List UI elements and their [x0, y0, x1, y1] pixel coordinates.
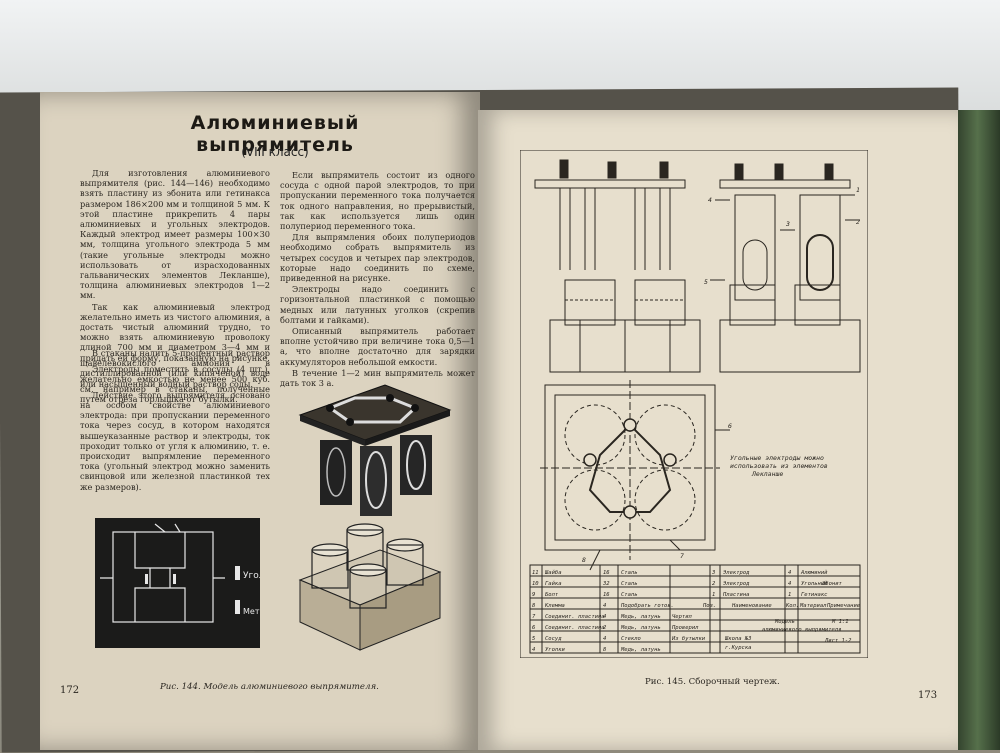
bom-name: Болт — [545, 592, 559, 598]
bom-name: Сосуд — [545, 636, 562, 642]
page-number-right: 173 — [918, 690, 938, 701]
paragraph: Электроды надо соединить с горизонтально… — [280, 284, 475, 325]
bom-header: Поз. — [702, 603, 716, 609]
bom-name: Гайка — [545, 581, 562, 587]
bom-pos: 5 — [532, 636, 535, 642]
stamp-model-name: алюминиевого выпрямителя — [762, 627, 841, 633]
circuit-schematic: Уголь Металл — [95, 518, 275, 648]
bom-pos: 2 — [712, 581, 716, 587]
callout-4: 4 — [708, 196, 712, 204]
bom-pos: 10 — [532, 581, 539, 587]
callout-3: 3 — [785, 220, 790, 228]
paragraph: Действие этого выпрямителя основано на о… — [80, 389, 270, 492]
bom-pos: 8 — [532, 603, 536, 609]
stamp-city: г.Курска — [725, 645, 752, 651]
paragraph: Электроды поместить в сосуды (4 шт.), же… — [80, 363, 270, 405]
text-column-2: Если выпрямитель состоит из одного сосуд… — [280, 170, 475, 389]
class-label: (VIII класс) — [241, 145, 309, 159]
page-title: Алюминиевый выпрямитель — [190, 112, 360, 156]
bom-pos: 1 — [712, 592, 715, 598]
bom-mat: Алюминий — [800, 570, 828, 576]
callout-6: 6 — [728, 422, 732, 430]
bom-pos: 7 — [532, 614, 536, 620]
bom-name: Пластина — [722, 592, 750, 598]
paragraph: В течение 1—2 мин выпрямитель может дать… — [280, 367, 475, 389]
bom-qty: 1 — [788, 592, 791, 598]
vessels-box-illustration — [298, 523, 442, 651]
rectifier-illustration — [298, 384, 452, 516]
stamp-school: Школа №3 — [724, 636, 752, 642]
callout-2: 2 — [856, 218, 860, 226]
bom-mat: Медь, латунь — [620, 647, 661, 653]
bom-mat: Стекло — [621, 636, 641, 642]
stamp-checked: Проверил — [671, 625, 699, 631]
bom-pos: 11 — [532, 570, 539, 576]
bom-name: Соединит. пластина — [545, 625, 605, 631]
figure-144-caption: Рис. 144. Модель алюминиевого выпрямител… — [160, 682, 379, 692]
bom-name: Электрод — [723, 570, 750, 576]
bom-pos: 9 — [532, 592, 535, 598]
drawing-note-line: Лекланше — [751, 470, 783, 478]
bom-mat: Гетинакс — [801, 592, 828, 598]
bom-name: Соединит. пластина — [545, 614, 605, 620]
bom-mat: Угольный — [801, 581, 828, 587]
bom-extra: Из бутылки — [671, 635, 706, 642]
bom-mat: Сталь — [621, 570, 638, 576]
bom-qty: 16 — [603, 592, 610, 598]
assembly-drawing: 1 2 3 4 5 6 7 8 Угольные электроды можно… — [520, 150, 868, 658]
bom-header: Наименование — [731, 603, 772, 609]
bom-pos: 3 — [711, 570, 715, 576]
bom-mat: Медь, латунь — [620, 614, 661, 620]
callout-1: 1 — [856, 186, 860, 194]
callout-8: 8 — [582, 556, 586, 564]
paragraph: Если выпрямитель состоит из одного сосуд… — [280, 170, 475, 232]
schematic-lines: Уголь Металл — [100, 523, 275, 623]
text-column-3: В стаканы налить 5-процентный раствор ща… — [80, 348, 270, 493]
label-metall: Металл — [243, 607, 260, 616]
bom-name: Уголки — [545, 647, 566, 653]
drawing-note-line: Угольные электроды можно — [730, 454, 824, 462]
bom-qty: 4 — [788, 570, 791, 576]
paragraph: Описанный выпрямитель работает вполне ус… — [280, 326, 475, 367]
callout-7: 7 — [680, 552, 684, 560]
text-column-1: Для изготовления алюминиевого выпрямител… — [80, 168, 270, 406]
bom-pos: 4 — [532, 647, 535, 653]
figure-145-caption: Рис. 145. Сборочный чертеж. — [645, 677, 780, 687]
bom-qty: 8 — [603, 647, 607, 653]
bom-qty: 32 — [602, 581, 610, 587]
stamp-model: Модель — [774, 619, 795, 625]
paragraph: Так как алюминиевый электрод желательно … — [80, 301, 270, 363]
bom-qty: 4 — [603, 614, 606, 620]
bom-mat: Подобрать готов. — [620, 602, 674, 609]
bom-extra: Эбонит — [822, 580, 843, 587]
paragraph: Для изготовления алюминиевого выпрямител… — [80, 168, 270, 301]
bom-name: Клемма — [544, 603, 565, 609]
bom-mat: Медь, латунь — [620, 625, 661, 631]
callout-5: 5 — [704, 278, 708, 286]
paragraph: Для выпрямления обоих полупериодов необх… — [280, 232, 475, 284]
stamp-drew: Чертил — [672, 614, 693, 620]
bom-qty: 2 — [603, 625, 607, 631]
bom-pos: 6 — [532, 625, 536, 631]
page-number-left: 172 — [60, 685, 80, 696]
label-ugol: Уголь — [243, 571, 260, 581]
bom-mat: Сталь — [621, 581, 638, 587]
bom-name: Электрод — [723, 581, 750, 587]
bom-qty: 4 — [603, 636, 606, 642]
bom-qty: 4 — [603, 603, 606, 609]
bom-header: Материал — [799, 603, 827, 609]
bom-header: Кол. — [785, 603, 799, 609]
bom-qty: 4 — [788, 581, 791, 587]
stamp-sheet: Лист 1-2 — [824, 638, 852, 644]
stamp-scale: М 1:1 — [831, 619, 849, 625]
green-book-spine — [955, 110, 1000, 750]
bom-mat: Сталь — [621, 592, 638, 598]
bom-qty: 16 — [603, 570, 610, 576]
bom-header: Примечание — [826, 603, 861, 609]
paragraph: В стаканы налить 5-процентный раствор ща… — [80, 348, 270, 389]
drawing-note-line: использовать из элементов — [730, 462, 828, 470]
bom-name: Шайба — [544, 569, 562, 576]
